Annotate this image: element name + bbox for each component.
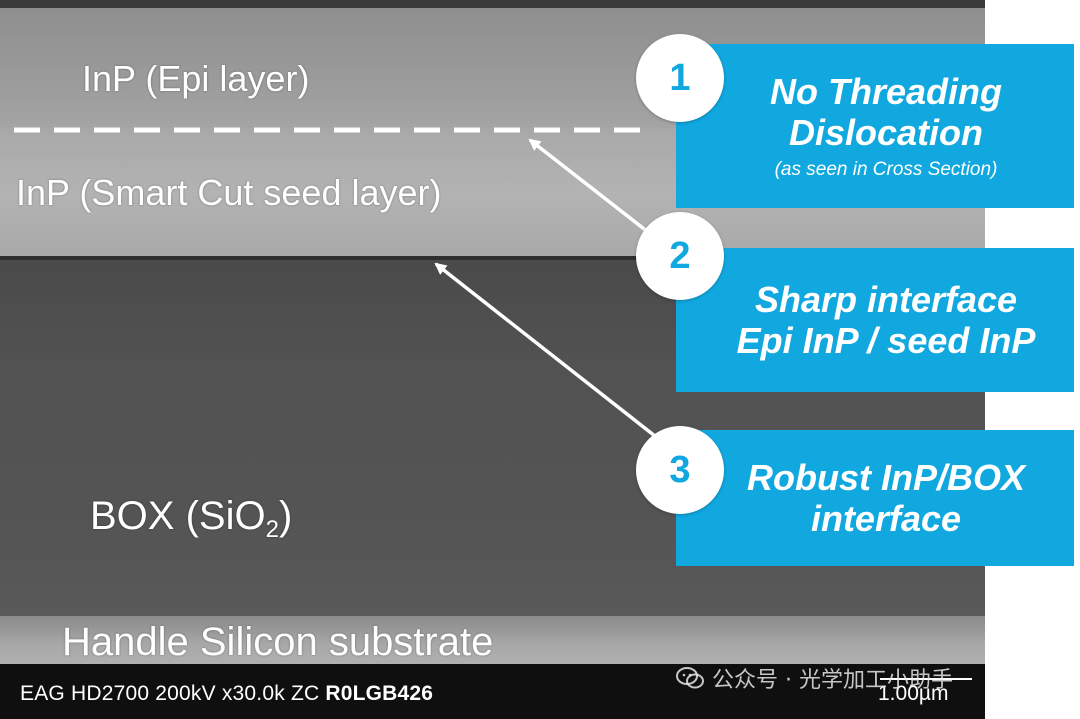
microscope-specs-text: EAG HD2700 200kV x30.0k ZC xyxy=(20,682,320,705)
handle-silicon-layer xyxy=(0,616,985,664)
callout-2-line1: Sharp interface xyxy=(754,278,1018,320)
box-layer-label: BOX (SiO2) xyxy=(90,494,292,544)
callout-1-subtext: (as seen in Cross Section) xyxy=(774,159,998,181)
sample-code: R0LGB426 xyxy=(325,682,434,705)
callout-1-number-badge: 1 xyxy=(636,34,724,122)
watermark: 公众号 · 光学加工小助手 xyxy=(676,662,953,694)
epi-layer-label: InP (Epi layer) xyxy=(82,58,310,99)
callout-3-line1: Robust InP/BOX xyxy=(747,456,1025,498)
callout-1-line1: No Threading xyxy=(770,70,1002,112)
top-edge-layer xyxy=(0,0,985,8)
callout-2-number-badge: 2 xyxy=(636,212,724,300)
callout-sharp-interface: Sharp interface Epi InP / seed InP xyxy=(676,248,1074,392)
callout-2-text: Sharp interface Epi InP / seed InP xyxy=(715,279,1036,362)
callout-3-number-badge: 3 xyxy=(636,426,724,514)
seed-layer-label: InP (Smart Cut seed layer) xyxy=(16,172,442,213)
callout-robust-interface: Robust InP/BOX interface xyxy=(676,430,1074,566)
scale-bar xyxy=(880,678,972,680)
callout-no-threading-dislocation: No Threading Dislocation (as seen in Cro… xyxy=(676,44,1074,208)
box-label-main: BOX (SiO xyxy=(90,494,266,538)
callout-2-line2: Epi InP / seed InP xyxy=(736,320,1036,361)
scale-label: 1.00µm xyxy=(878,682,949,705)
box-label-end: ) xyxy=(278,494,293,538)
box-label-subscript: 2 xyxy=(265,516,279,543)
wechat-icon xyxy=(676,667,704,689)
callout-3-line2: interface xyxy=(810,498,962,539)
microscope-info-bar xyxy=(0,664,985,719)
callout-1-text: No Threading Dislocation (as seen in Cro… xyxy=(748,71,1002,182)
watermark-text: 公众号 · 光学加工小助手 xyxy=(712,668,953,693)
handle-layer-label: Handle Silicon substrate xyxy=(62,620,494,664)
callout-3-text: Robust InP/BOX interface xyxy=(725,457,1025,540)
callout-1-line2: Dislocation xyxy=(788,112,984,154)
inp-box-interface-line xyxy=(0,256,985,260)
